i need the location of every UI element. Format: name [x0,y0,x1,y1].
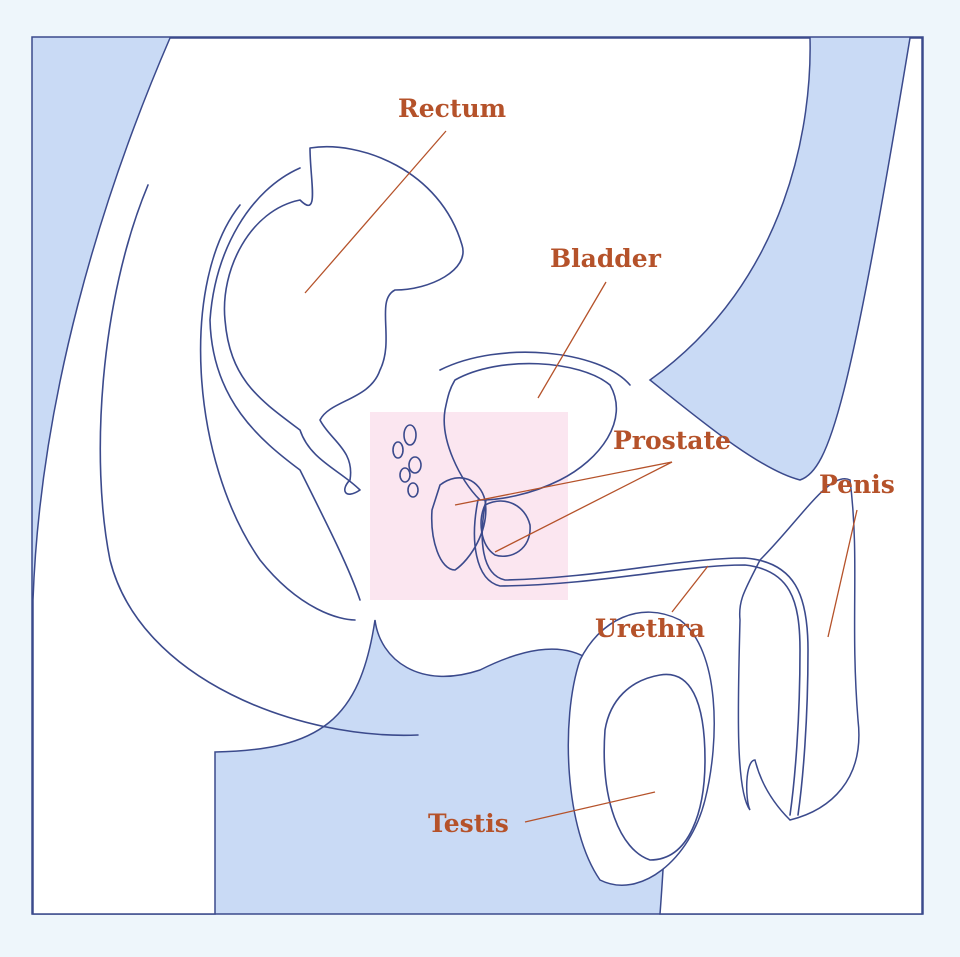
prostate-leader-2 [494,461,673,553]
label-bladder: Bladder [550,244,662,273]
back-inner-line [99,184,419,737]
urethra-leader [671,565,709,613]
label-testis: Testis [428,809,509,838]
rectum-outline [223,146,464,495]
urethra-line-inner [481,499,809,816]
bladder-outer-line [439,351,631,386]
seminal-vesicle-5 [407,482,419,498]
label-prostate: Prostate [613,426,731,455]
label-rectum: Rectum [398,94,506,123]
label-urethra: Urethra [595,614,705,643]
penis-leader [827,509,858,638]
prostate-highlight [370,412,568,600]
prostate-leader-1 [454,461,673,506]
bladder-outline [443,362,618,501]
genital-region [567,611,715,886]
pelvic-floor-line [199,204,356,621]
urethra-line [473,499,801,816]
rectum-leader [304,130,447,294]
penis-shape [737,477,860,821]
label-penis: Penis [819,470,895,499]
testis-leader [524,791,656,823]
testis-outline [603,673,706,861]
rectum-inner-line [209,167,361,601]
seminal-vesicle-4 [399,467,411,483]
seminal-vesicle-3 [408,456,422,474]
seminal-vesicle-1 [403,424,417,446]
seminal-vesicle-2 [392,441,404,459]
bladder-leader [537,281,607,399]
